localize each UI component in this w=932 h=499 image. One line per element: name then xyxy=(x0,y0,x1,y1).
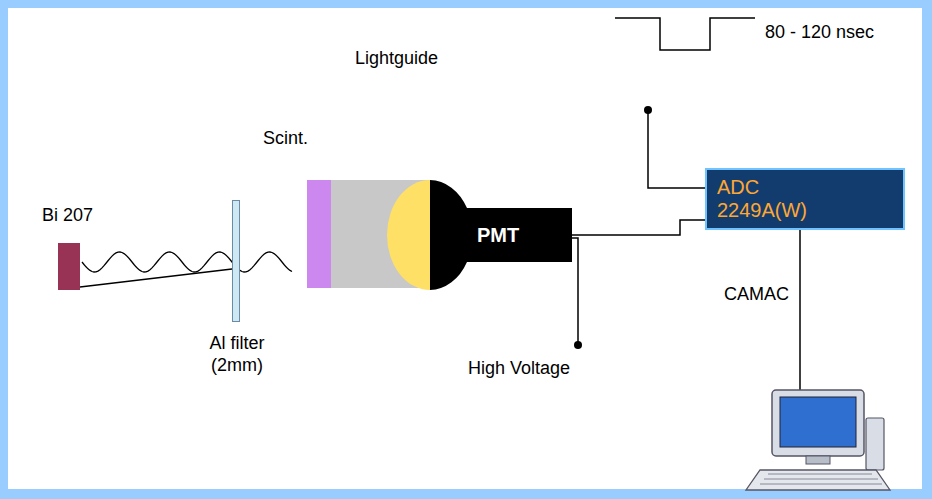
al-filter: Al filter (2mm) xyxy=(232,200,240,322)
source-block: Bi 207 xyxy=(58,243,80,290)
part-label: Bi 207 xyxy=(42,205,93,227)
pmt-body xyxy=(430,180,572,290)
part-label: Al filter (2mm) xyxy=(192,333,282,376)
pulse-width: 80 - 120 nsec xyxy=(765,22,874,43)
computer-icon xyxy=(746,390,890,490)
signal-cable xyxy=(572,220,705,235)
module-label: PMT xyxy=(477,223,519,247)
hv-terminal xyxy=(574,341,582,349)
beta-path xyxy=(80,269,232,287)
gate-wire xyxy=(648,110,705,188)
camac-bus xyxy=(799,226,801,392)
photocathode xyxy=(387,180,430,290)
gate-terminal xyxy=(644,106,652,114)
gate-pulse xyxy=(615,18,755,50)
scintillator: Scint. xyxy=(307,180,331,288)
gamma-wave xyxy=(82,252,292,272)
white-panel xyxy=(8,8,922,489)
hv-wire xyxy=(572,238,578,345)
part-label: Scint. xyxy=(263,128,308,150)
adc-module: ADC 2249A(W) xyxy=(705,168,905,230)
hv-label: High Voltage xyxy=(468,358,570,379)
module-label: ADC 2249A(W) xyxy=(717,176,807,222)
bus-label: CAMAC xyxy=(724,284,789,305)
pmt: PMT xyxy=(385,178,572,292)
part-label: Lightguide xyxy=(355,48,438,70)
